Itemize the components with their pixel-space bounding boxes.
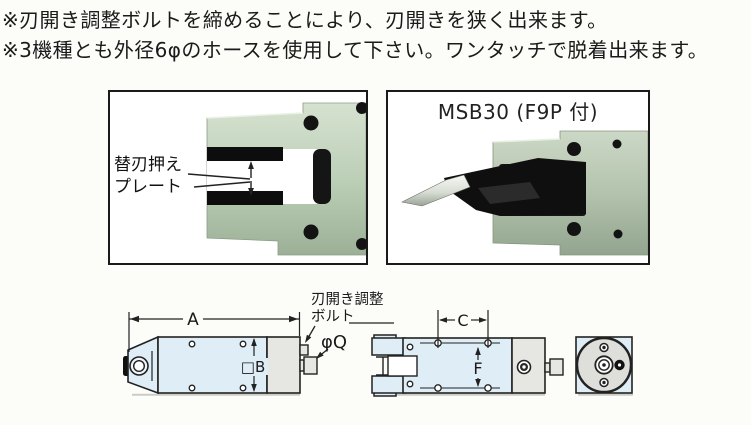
- arrow-down: [248, 188, 254, 196]
- msb30-photo-illustration: [401, 130, 648, 256]
- dimension-drawings: A □B 刃開き調整 ボルト φQ: [123, 291, 633, 397]
- screw-holes: [303, 102, 366, 250]
- msb30-caption: MSB30 (F9P 付): [437, 100, 599, 124]
- dim-label-c: C: [457, 311, 468, 330]
- arrow-up: [248, 161, 254, 169]
- hose-fitting-top: [544, 358, 564, 376]
- dim-label-a: A: [187, 310, 199, 330]
- blade-slot: [387, 355, 418, 377]
- note-line-1: ※刃開き調整ボルトを締めることにより、刃開きを狭く出来ます。: [2, 8, 608, 32]
- photo-blade-plate-box: 替刃押え プレート: [108, 90, 368, 265]
- f9p-blade: [401, 158, 586, 216]
- end-view: [575, 336, 633, 396]
- note-line-2: ※3機種とも外径6φのホースを使用して下さい。ワンタッチで脱着出来ます。: [2, 38, 709, 62]
- hose-fitting: [299, 356, 318, 375]
- adjust-bolt-arrow: [305, 334, 312, 343]
- screw-holes: [567, 139, 623, 239]
- end-view-screws: [599, 342, 609, 388]
- blade-plate-photo-illustration: [187, 102, 366, 256]
- end-view-center-fitting: [594, 355, 614, 375]
- photo-msb30-box: MSB30 (F9P 付): [386, 90, 650, 265]
- side-view-holes: [188, 340, 247, 392]
- end-view-port: [614, 359, 625, 371]
- blade-plate-label: 替刃押え プレート: [114, 154, 182, 198]
- note-block: ※刃開き調整ボルトを締めることにより、刃開きを狭く出来ます。 ※3機種とも外径6…: [2, 5, 751, 65]
- blade-plate-label-line2: プレート: [114, 177, 182, 197]
- top-view: C F: [371, 310, 564, 397]
- blade-slot-opening: [207, 147, 331, 205]
- blade-plate-label-line1: 替刃押え: [114, 155, 182, 175]
- lower-press-plate: [207, 191, 283, 205]
- phi-q-arrow: [316, 351, 324, 359]
- side-view: A □B 刃開き調整 ボルト φQ: [123, 291, 394, 396]
- adjust-bolt: [299, 344, 309, 356]
- blade-cutting-edge: [401, 174, 471, 207]
- dim-label-f: F: [473, 359, 482, 378]
- cap-screw: [516, 359, 532, 375]
- dim-label-b: □B: [241, 358, 265, 376]
- adjust-bolt-label-line2: ボルト: [311, 308, 355, 325]
- adjust-bolt-label-line1: 刃開き調整: [311, 291, 384, 308]
- upper-press-plate: [207, 147, 283, 161]
- dim-label-q: φQ: [321, 332, 347, 353]
